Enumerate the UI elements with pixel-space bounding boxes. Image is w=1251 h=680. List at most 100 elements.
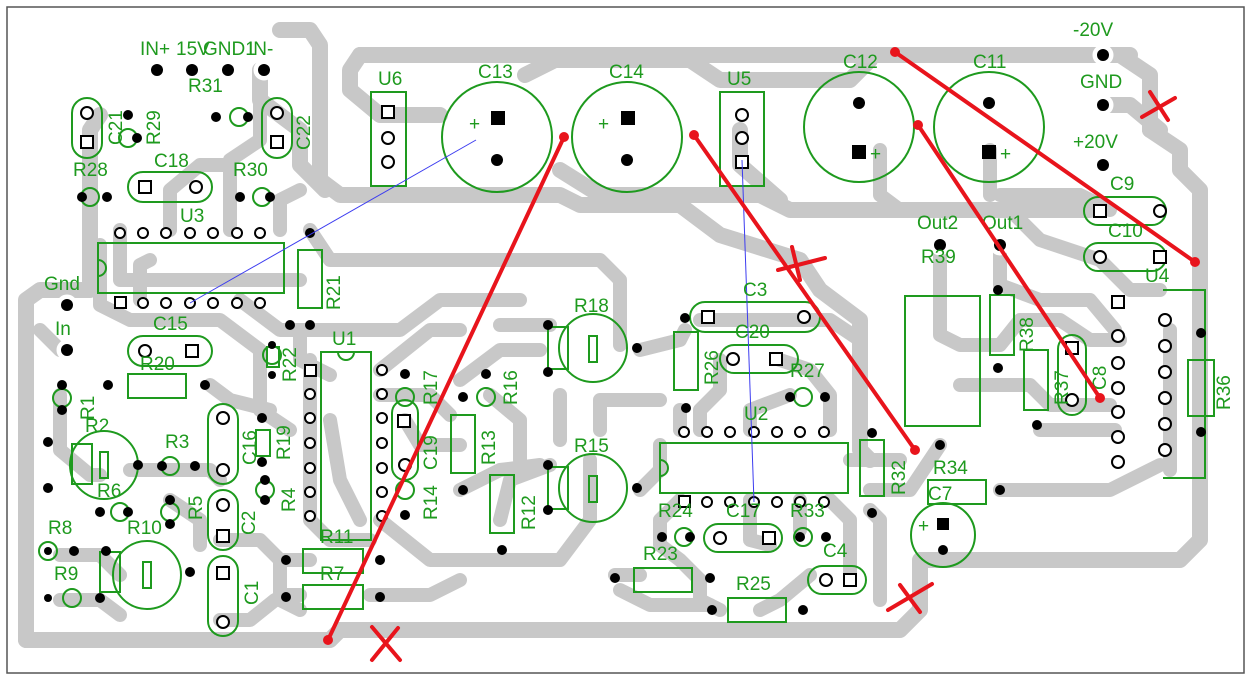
label-r25: R25 [736, 574, 771, 595]
r25-outline [727, 597, 787, 623]
label-u5: U5 [727, 69, 751, 90]
label-r14: R14 [421, 485, 442, 520]
x-mark-center [776, 245, 827, 282]
r36-outline [1187, 359, 1215, 417]
c16-outline [207, 403, 239, 485]
label-r4: R4 [279, 487, 300, 512]
label-r22: R22 [280, 347, 301, 382]
r18-wiper [588, 335, 598, 363]
label-c14: C14 [609, 62, 644, 83]
c7-outline [910, 502, 976, 568]
pads [43, 44, 1206, 629]
r2-tab [71, 443, 93, 485]
label-r38: R38 [1017, 317, 1038, 352]
c17-outline [703, 523, 783, 553]
r32-outline [859, 439, 885, 497]
plus-c7: + [918, 516, 929, 537]
u3-notch [97, 259, 107, 277]
label-r34: R34 [933, 458, 968, 479]
label-c7: C7 [928, 484, 952, 505]
x-mark-bottom-right [886, 582, 934, 614]
label-c1: C1 [242, 581, 263, 605]
label-c22: C22 [294, 115, 315, 150]
label-c21: C21 [106, 110, 127, 145]
label-r13: R13 [479, 430, 500, 465]
r8-body [38, 541, 58, 561]
r12-outline [489, 474, 515, 534]
silkscreen-labels: IN+ 15V GND1 IN- U6 C13 C14 U5 C12 C11 -… [44, 20, 1235, 605]
c20-outline [719, 344, 799, 374]
label-r9: R9 [54, 564, 78, 585]
label-r37: R37 [1052, 370, 1073, 405]
plus-c13: + [469, 114, 480, 135]
label-c11: C11 [973, 52, 1006, 73]
label-minus20v: -20V [1073, 20, 1113, 41]
label-r1: R1 [78, 396, 99, 420]
r2-wiper [99, 451, 109, 479]
label-r31: R31 [188, 76, 223, 97]
label-c10: C10 [1108, 221, 1143, 242]
label-c13: C13 [478, 62, 513, 83]
label-r3: R3 [165, 432, 189, 453]
r17-body [395, 387, 415, 407]
label-c2: C2 [239, 511, 260, 535]
plus-c11: + [1000, 144, 1011, 165]
label-c18: C18 [154, 151, 189, 172]
label-c16: C16 [240, 430, 261, 465]
u5-outline [719, 91, 765, 187]
c2-outline [207, 489, 239, 551]
u6-outline [370, 91, 407, 187]
cut-line-2 [692, 133, 917, 452]
label-u1: U1 [332, 329, 356, 350]
r19-outline [255, 429, 271, 457]
label-plus20v: +20V [1073, 132, 1118, 153]
r18-tab [547, 326, 569, 370]
cut-line-1 [326, 135, 566, 642]
r38-outline [989, 294, 1015, 356]
r37-outline [1023, 349, 1049, 411]
r34-outline [927, 479, 987, 505]
c1-outline [207, 555, 239, 637]
label-r7: R7 [320, 564, 344, 585]
silkscreen-outlines [38, 71, 1215, 637]
r10-outline [112, 540, 182, 610]
c11-outline [933, 71, 1045, 183]
label-c9: C9 [1110, 174, 1134, 195]
label-r5: R5 [186, 496, 207, 520]
label-gnd-top: GND [1080, 72, 1122, 93]
label-r21: R21 [324, 275, 345, 310]
label-r17: R17 [421, 370, 442, 405]
r20-outline [127, 373, 187, 399]
label-15v: 15V [176, 39, 210, 60]
label-u4: U4 [1145, 266, 1170, 287]
board-outline [6, 6, 1245, 674]
label-r23: R23 [643, 544, 678, 565]
jumper-wires [189, 139, 755, 503]
r39-outline [904, 295, 981, 427]
r26-outline [673, 331, 699, 391]
label-in-minus: IN- [248, 39, 273, 60]
r14-body [395, 480, 415, 500]
c13-outline [441, 81, 553, 193]
label-r39: R39 [921, 247, 956, 268]
label-r16: R16 [501, 370, 522, 405]
label-c20: C20 [735, 322, 770, 343]
label-r24: R24 [658, 501, 693, 522]
label-gnd-left: Gnd [44, 274, 80, 295]
cut-line-4 [916, 123, 1102, 400]
label-c12: C12 [843, 52, 878, 73]
label-r29: R29 [144, 110, 165, 145]
r13-outline [450, 414, 476, 474]
label-in-plus: IN+ [140, 39, 170, 60]
r7-outline [302, 584, 364, 610]
label-in-left: In [55, 319, 71, 340]
label-u2: U2 [744, 404, 768, 425]
r21-outline [297, 249, 323, 309]
label-c3: C3 [743, 280, 767, 301]
label-r2: R2 [85, 416, 109, 437]
label-r36: R36 [1214, 375, 1235, 410]
r33-body [793, 527, 813, 547]
red-markup [323, 47, 1200, 662]
